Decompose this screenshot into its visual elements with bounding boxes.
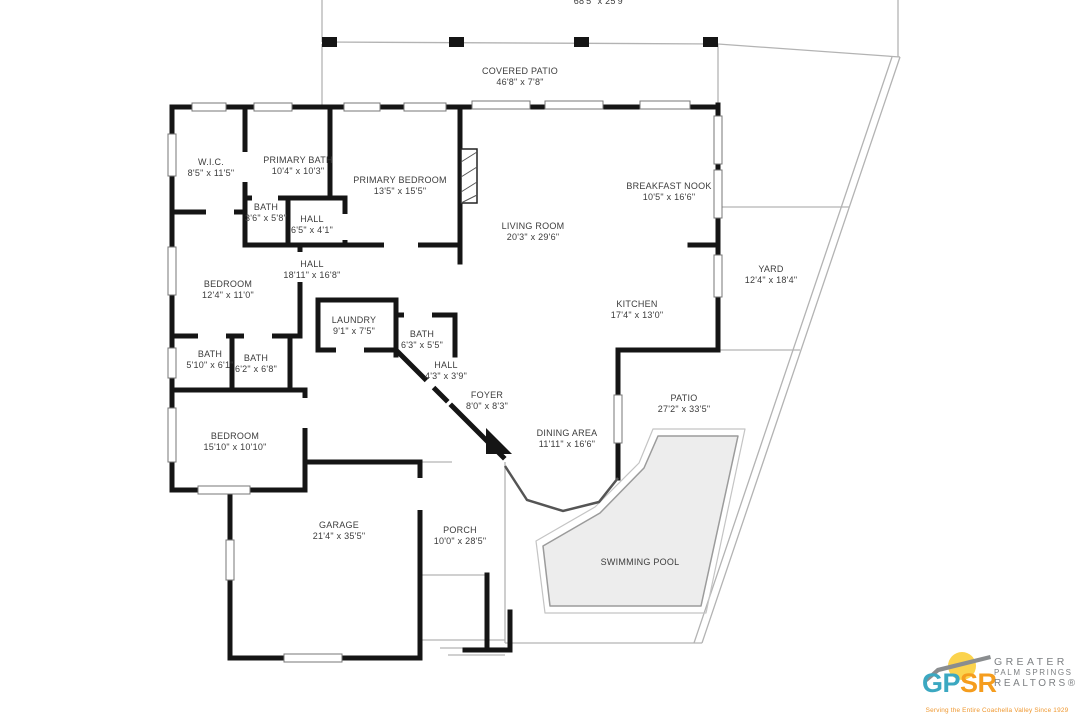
sun-swoosh-icon (925, 652, 991, 682)
fireplace (460, 148, 478, 204)
room-label-swimming-pool: SWIMMING POOL (600, 557, 680, 567)
logo-line-greater: GREATER (994, 656, 1068, 668)
patio-columns (322, 37, 718, 47)
logo-line-realtors: REALTORS® (994, 677, 1078, 689)
foyer-door-swing (486, 428, 512, 454)
logo-tagline: Serving the Entire Coachella Valley Sinc… (925, 707, 1069, 714)
gpsr-logo: GPSR GREATER PALM SPRINGS REALTORS® Serv… (918, 650, 1076, 716)
door-openings (198, 152, 438, 510)
swoosh-icon (925, 655, 991, 682)
gpsr-acronym: GPSR (922, 670, 997, 697)
room-label-wic: W.I.C.8'5" x 11'5" (187, 157, 235, 178)
windows (167, 100, 723, 663)
gpsr-sr: SR (960, 668, 997, 698)
bay-window (503, 465, 619, 513)
gpsr-gp: GP (922, 668, 961, 698)
logo-name-lines: GREATER PALM SPRINGS REALTORS® (994, 657, 1078, 689)
room-label-upper-yard: 68'5" x 25'9" (573, 0, 627, 6)
logo-line-palm-springs: PALM SPRINGS (994, 668, 1073, 677)
